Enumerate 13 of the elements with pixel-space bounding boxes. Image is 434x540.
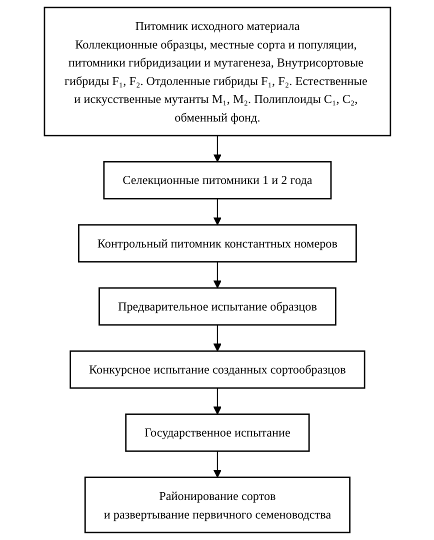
arrow xyxy=(212,451,222,478)
node-box: Предварительное испытание образцов xyxy=(98,287,336,326)
arrow xyxy=(212,136,222,162)
arrow xyxy=(212,324,222,352)
node-box: Селекционные питомники 1 и 2 года xyxy=(102,161,332,200)
node-box: Контрольный питомник константных номеров xyxy=(78,224,356,262)
arrow xyxy=(212,262,222,288)
arrow xyxy=(212,198,222,226)
arrow xyxy=(212,388,222,415)
node-box: Конкурсное испытание созданных сортообразцов xyxy=(69,350,365,389)
node-box: Государственное испытание xyxy=(124,414,310,452)
node-box: Районирование сортов и развертывание первичного семеноводства xyxy=(84,476,350,534)
node-box: Питомник исходного материала Коллекционные образцы, местные сорта и популяции, питомники гибридизации и мутагенеза, Внутрисортовые гибриды F₁, F₂. Отдоленные гибриды F₁, F₂. Естественные и искусственные мутанты M₁, M₂. Полиплоиды C₁, C₂, обменный фонд. xyxy=(43,6,391,136)
